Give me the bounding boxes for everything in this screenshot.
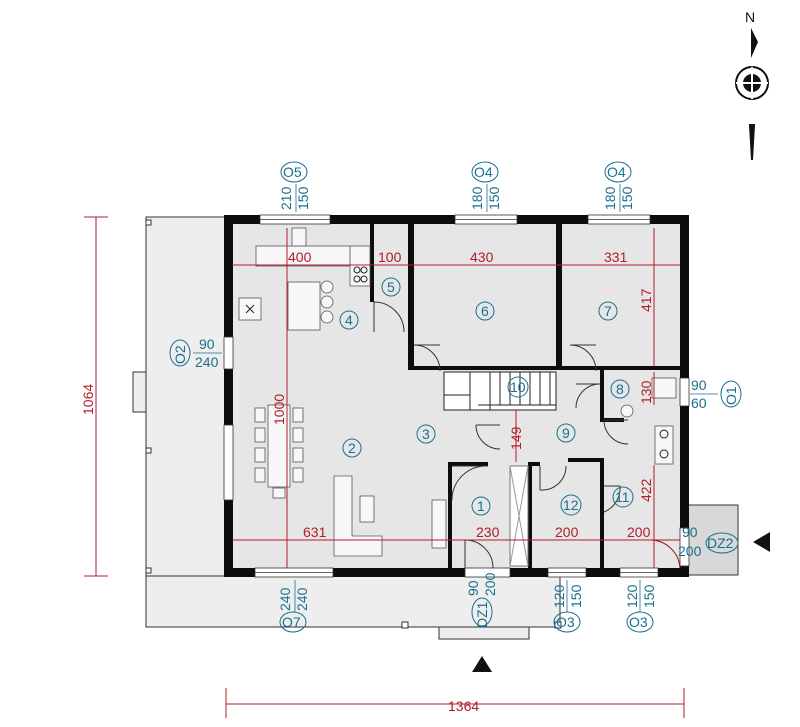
dim-living-width: 631: [303, 524, 327, 540]
dim-bath-depth: 130: [638, 380, 654, 404]
opening-o7-width: 240: [277, 587, 293, 611]
staircase: [443, 371, 557, 411]
opening-code-o7: O7: [282, 614, 301, 630]
opening-o4a-width: 180: [469, 186, 485, 210]
opening-code-o1: O1: [723, 386, 739, 405]
opening-o2-width: 90: [199, 336, 215, 352]
dim-room11-width: 200: [627, 524, 651, 540]
opening-o3a-width: 120: [551, 584, 567, 608]
opening-code-o5: O5: [283, 164, 302, 180]
opening-dz2-height: 200: [678, 543, 702, 559]
opening-o3a-height: 150: [568, 584, 584, 608]
north-compass: N: [735, 9, 769, 161]
dim-interior-depth: 1000: [271, 394, 287, 425]
opening-code-dz2: DZ2: [707, 535, 734, 551]
opening-code-o4-b: O4: [607, 164, 626, 180]
dimension-lines: [84, 216, 685, 718]
dim-room7-depth: 417: [638, 288, 654, 312]
windows: [223, 214, 690, 578]
dim-kitchen-width: 400: [288, 249, 312, 265]
side-entrance-step: [685, 504, 739, 576]
dim-overall-depth: 1064: [80, 384, 96, 415]
opening-o4a-height: 150: [486, 186, 502, 210]
opening-dz1-height: 200: [482, 572, 498, 596]
compass-needle-icon: [751, 28, 758, 58]
opening-o2-height: 240: [195, 354, 219, 370]
opening-o3b-width: 120: [624, 584, 640, 608]
opening-o4b-height: 150: [619, 186, 635, 210]
opening-o1-width: 90: [691, 377, 707, 393]
opening-o3b-height: 150: [641, 584, 657, 608]
opening-code-dz1: DZ1: [474, 601, 490, 628]
opening-code-o3-a: O3: [556, 614, 575, 630]
dim-stair-depth: 149: [508, 426, 524, 450]
opening-o1-height: 60: [691, 395, 707, 411]
room-number-11: 11: [615, 489, 630, 505]
room-number-8: 8: [616, 381, 624, 397]
dim-room12-width: 200: [555, 524, 579, 540]
hall-partition: [509, 465, 529, 567]
room-labels: 1 2 3 4 5 6 7 8 9 10 11 12: [339, 277, 634, 516]
dim-room7-width: 331: [604, 249, 628, 265]
room-number-12: 12: [563, 497, 579, 513]
opening-code-o2: O2: [172, 345, 188, 364]
dim-overall-width: 1364: [448, 698, 479, 714]
room-number-10: 10: [510, 379, 526, 395]
opening-o5-height: 150: [295, 186, 311, 210]
dim-room11-depth: 422: [638, 478, 654, 502]
opening-o4b-width: 180: [602, 186, 618, 210]
opening-dz2-width: 90: [682, 524, 698, 540]
opening-o5-width: 210: [278, 186, 294, 210]
north-label: N: [745, 9, 755, 25]
doors: [373, 301, 681, 569]
side-entrance-arrow-icon: [753, 532, 770, 552]
furniture: [238, 227, 677, 557]
opening-dz1-width: 90: [465, 580, 481, 596]
room-number-9: 9: [562, 425, 570, 441]
room-number-3: 3: [422, 426, 430, 442]
opening-code-o3-b: O3: [629, 614, 648, 630]
dim-room1-width: 230: [476, 524, 500, 540]
room-number-2: 2: [348, 440, 356, 456]
room-number-6: 6: [481, 303, 489, 319]
room-number-7: 7: [604, 303, 612, 319]
opening-o7-height: 240: [294, 587, 310, 611]
opening-code-o4-a: O4: [474, 164, 493, 180]
opening-tags: O5 210 150 O4 180 150 O4 180 150 O2 90 2…: [169, 161, 742, 633]
main-entrance-arrow-icon: [472, 656, 492, 672]
room-number-5: 5: [387, 279, 395, 295]
dim-pantry-width: 100: [378, 249, 402, 265]
room-number-4: 4: [345, 312, 353, 328]
dim-room6-width: 430: [470, 249, 494, 265]
room-number-1: 1: [477, 498, 485, 514]
